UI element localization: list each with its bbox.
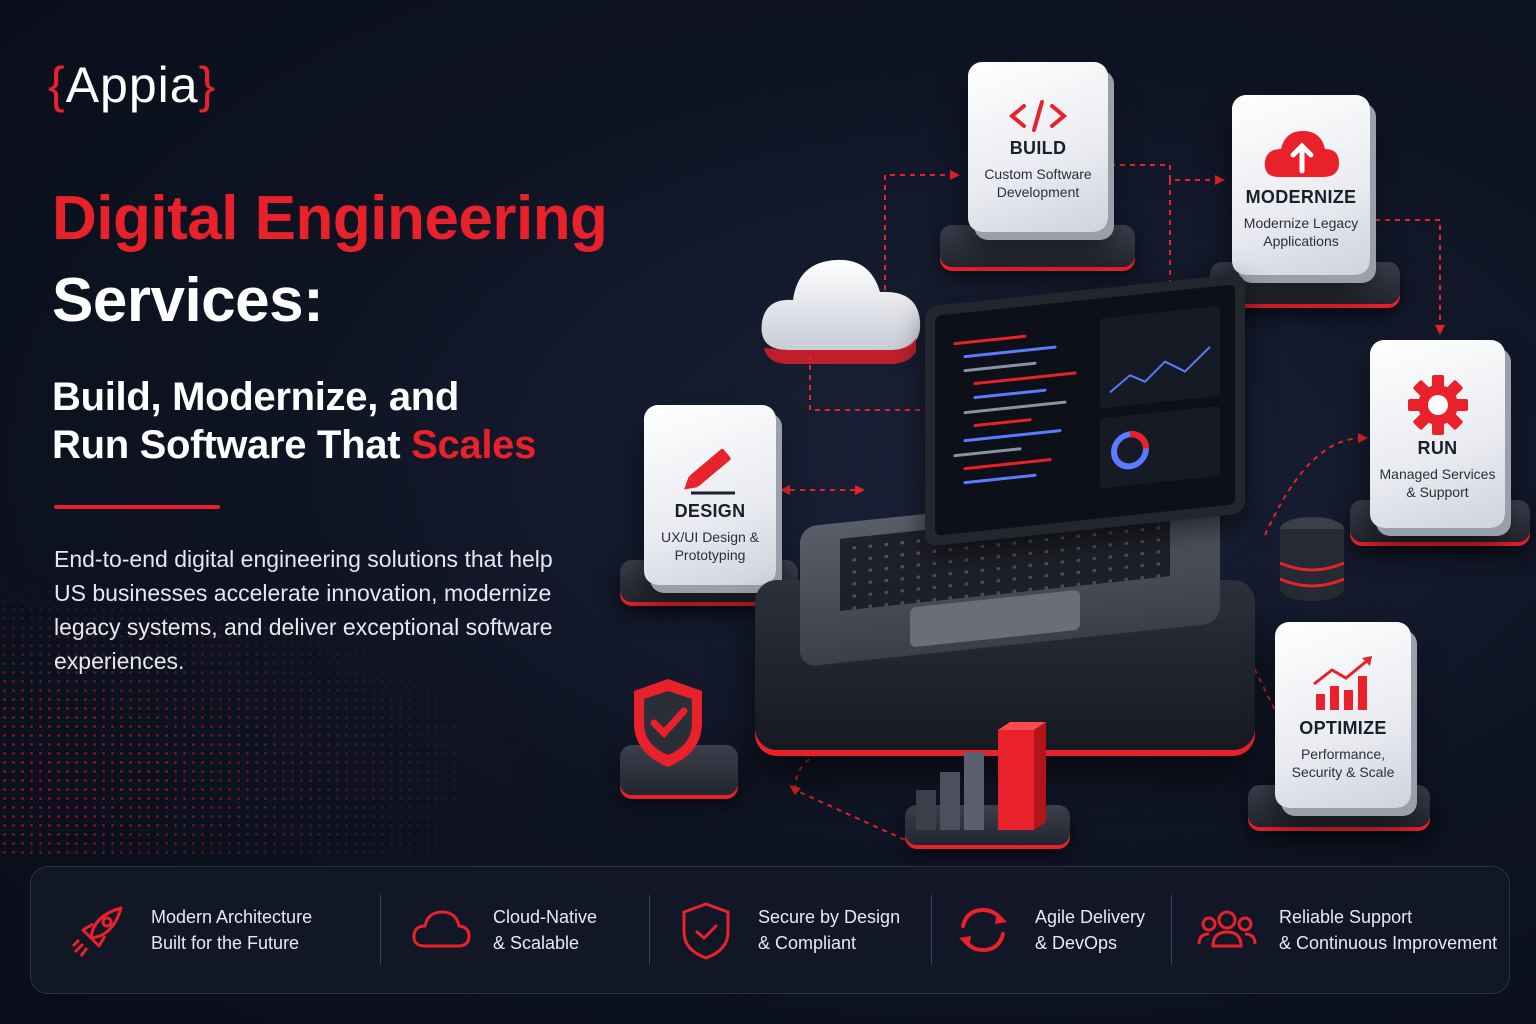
title-underline [54,505,220,509]
optimize-title: OPTIMIZE [1299,718,1387,738]
divider [931,895,932,965]
rocket-icon [71,906,123,957]
pencil-icon [644,441,776,501]
feature-line2: Built for the Future [151,933,300,953]
logo: {Appia} [48,57,217,113]
modernize-line1: Modernize Legacy [1243,215,1359,231]
database-icon [1279,517,1345,601]
feature-line1: Reliable Support [1279,907,1413,927]
hero-subtitle: Build, Modernize, and Run Software That … [52,375,537,467]
feature-line2: & Compliant [758,933,857,953]
cloud-icon [412,910,471,948]
cloud-icon [761,259,921,364]
modernize-title: MODERNIZE [1245,187,1357,207]
cloud-upload-icon [1232,125,1370,187]
run-line2: & Support [1406,484,1469,500]
build-card[interactable]: BUILD Custom Software Development [968,62,1108,232]
feature-secure-by-design: Secure by Design & Compliant [676,867,900,993]
growth-chart-icon [1275,654,1411,718]
design-title: DESIGN [674,501,746,521]
optimize-card[interactable]: OPTIMIZE Performance, Security & Scale [1275,622,1411,808]
shield-check-icon [682,902,730,960]
hero-description: End-to-end digital engineering solutions… [54,546,553,674]
feature-line1: Secure by Design [758,907,901,927]
run-card[interactable]: RUN Managed Services & Support [1370,340,1505,528]
bar-chart-icon [916,722,1046,830]
optimize-line2: Security & Scale [1291,764,1395,780]
feature-line2: & Continuous Improvement [1279,933,1498,953]
sync-icon [959,907,1007,953]
run-line1: Managed Services [1379,466,1496,482]
code-editor [935,284,1235,536]
shield-check-icon [634,679,702,767]
feature-line2: & DevOps [1035,933,1118,953]
feature-line1: Modern Architecture [151,907,313,927]
feature-line1: Cloud-Native [493,907,598,927]
run-title: RUN [1417,438,1458,458]
design-line2: Prototyping [674,547,746,563]
modernize-line2: Applications [1263,233,1339,249]
divider [1171,895,1172,965]
build-title: BUILD [1009,138,1067,158]
feature-cloud-native: Cloud-Native & Scalable [411,867,597,993]
feature-line1: Agile Delivery [1035,907,1146,927]
feature-reliable-support: Reliable Support & Continuous Improvement [1197,867,1497,993]
red-dot-pattern [0,560,560,860]
build-line2: Development [996,184,1080,200]
hero-title-line1: Digital Engineering [52,184,608,253]
feature-line2: & Scalable [493,933,580,953]
divider [380,895,381,965]
screen-content [953,306,1220,489]
team-icon [1197,910,1257,948]
design-card[interactable]: DESIGN UX/UI Design & Prototyping [644,405,776,585]
optimize-line1: Performance, [1300,746,1386,762]
laptop-screen [925,273,1245,547]
build-platform [940,225,1135,267]
build-line1: Custom Software [984,166,1092,182]
gear-icon [1370,372,1505,438]
hero-title-line2: Services: [52,266,324,335]
design-line1: UX/UI Design & [660,529,760,545]
code-icon [968,98,1108,138]
feature-agile-delivery: Agile Delivery & DevOps [953,867,1145,993]
modernize-card[interactable]: MODERNIZE Modernize Legacy Applications [1232,95,1370,275]
divider [649,895,650,965]
